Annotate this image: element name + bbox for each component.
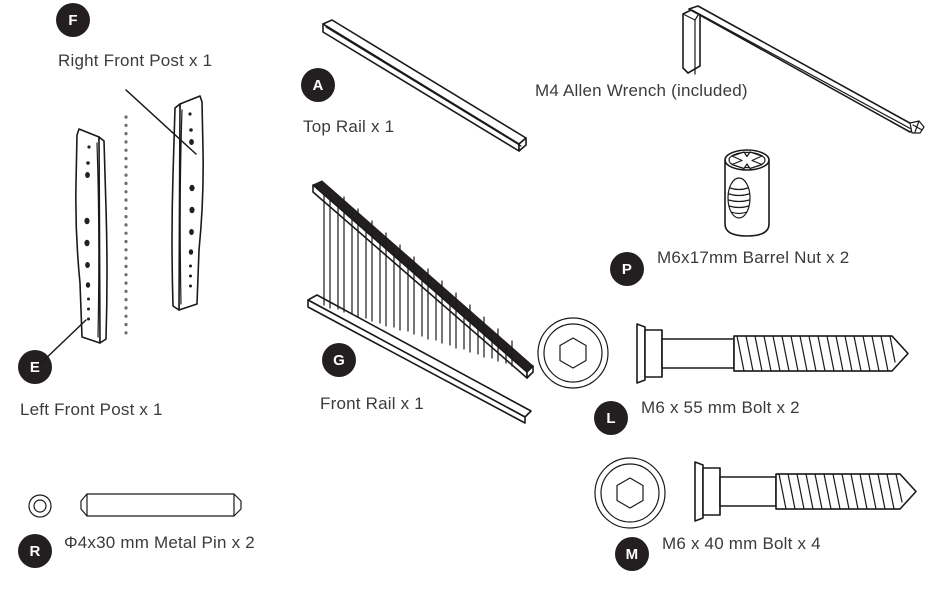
- mirror-axis-dotted-line: [124, 115, 128, 343]
- part-label-left-front-post: Left Front Post x 1: [20, 400, 163, 419]
- part-badge-front-rail: G: [322, 343, 356, 377]
- part-badge-bolt-55: L: [594, 401, 628, 435]
- metal-pin-icon: [78, 491, 244, 519]
- part-badge-left-front-post: E: [18, 350, 52, 384]
- front-rail-icon: [305, 178, 535, 424]
- allen-wrench-icon: [676, 4, 926, 134]
- leader-line-left-post: [39, 319, 87, 365]
- barrel-nut-icon: [716, 142, 782, 242]
- part-label-bolt-55: M6 x 55 mm Bolt x 2: [641, 398, 800, 417]
- bolt-side-view-40-icon: [690, 458, 930, 524]
- part-label-front-rail: Front Rail x 1: [320, 394, 424, 413]
- part-badge-barrel-nut: P: [610, 252, 644, 286]
- bolt-side-view-55-icon: [632, 320, 922, 386]
- leader-line-right-post: [125, 89, 197, 155]
- part-badge-top-rail: A: [301, 68, 335, 102]
- part-label-allen-wrench: M4 Allen Wrench (included): [535, 81, 748, 100]
- top-rail-icon: [320, 18, 535, 153]
- part-badge-bolt-40: M: [615, 537, 649, 571]
- part-label-bolt-40: M6 x 40 mm Bolt x 4: [662, 534, 821, 553]
- post-left-icon: [62, 125, 122, 355]
- bolt-head-top-view-40-icon: [593, 456, 667, 530]
- part-label-barrel-nut: M6x17mm Barrel Nut x 2: [657, 248, 850, 267]
- part-badge-right-front-post: F: [56, 3, 90, 37]
- part-label-metal-pin: Φ4x30 mm Metal Pin x 2: [64, 533, 255, 552]
- part-badge-metal-pin: R: [18, 534, 52, 568]
- part-label-right-front-post: Right Front Post x 1: [58, 51, 213, 70]
- post-right-icon: [170, 90, 230, 320]
- part-label-top-rail: Top Rail x 1: [303, 117, 395, 136]
- bolt-head-top-view-55-icon: [536, 316, 610, 390]
- metal-pin-end-view-icon: [26, 492, 54, 520]
